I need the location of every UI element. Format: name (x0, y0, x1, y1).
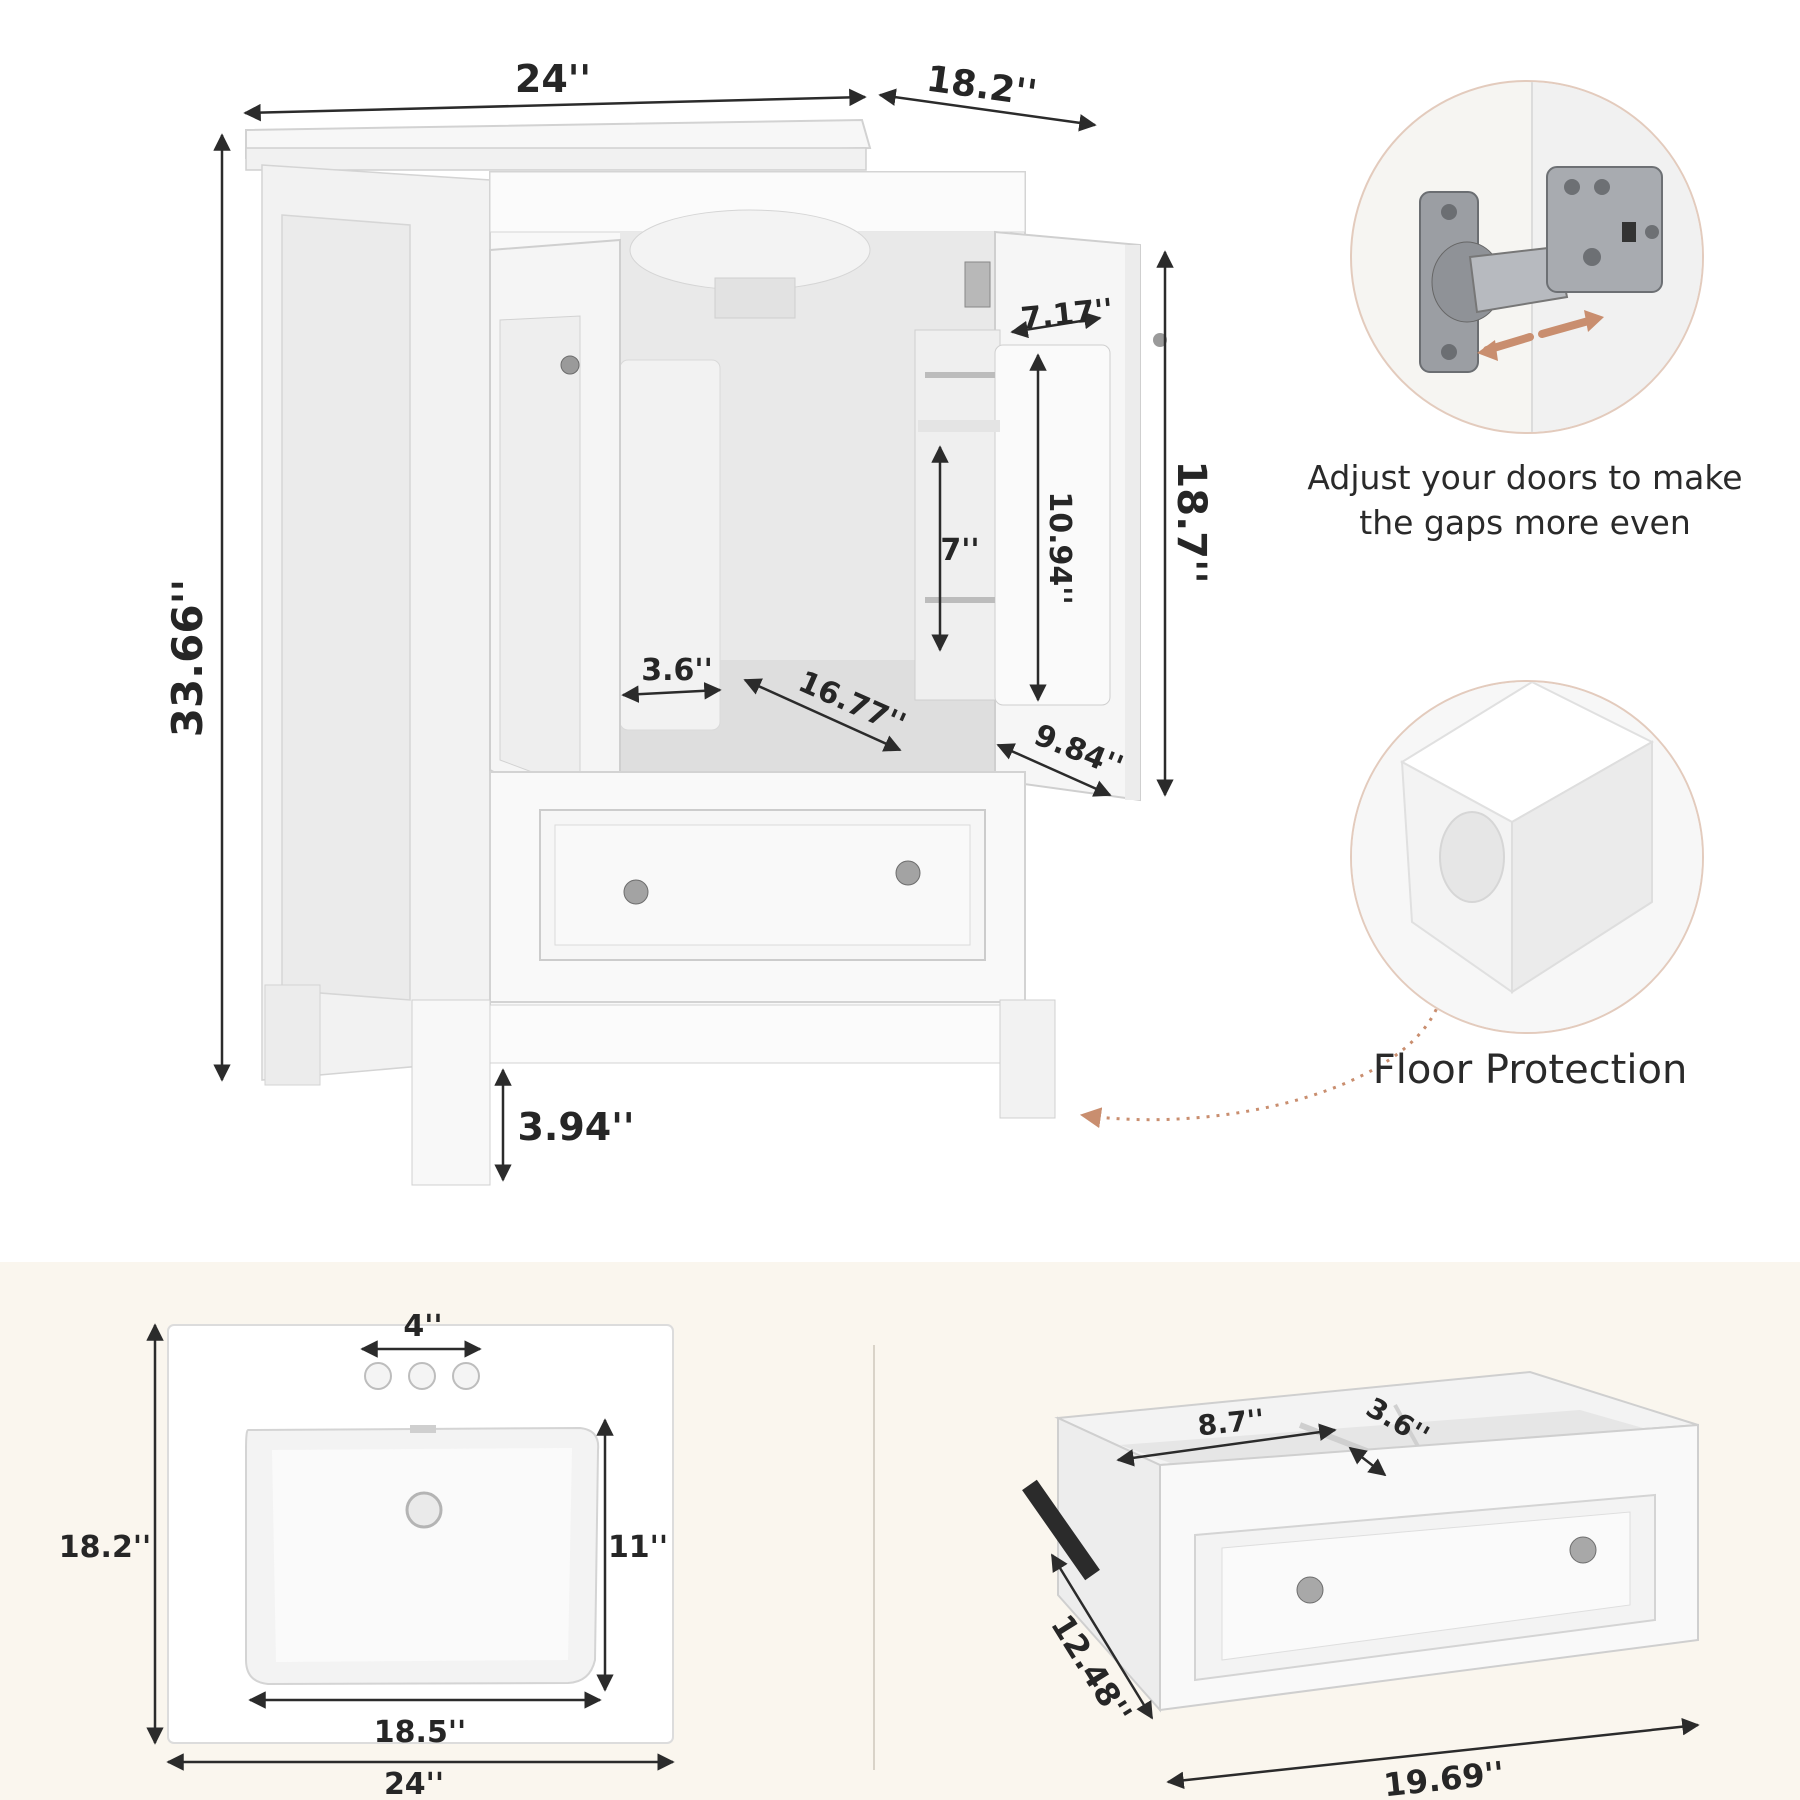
open-gap-label: 3.6'' (641, 653, 713, 688)
basin-depth-label: 11'' (608, 1530, 668, 1565)
faucet-spacing-label: 4'' (403, 1309, 442, 1344)
drawer-knob-front-left (1296, 1576, 1324, 1604)
floor-protection-caption: Floor Protection (1372, 1047, 1688, 1093)
door-knob-left (560, 355, 580, 375)
hinge-icon (1419, 82, 1702, 432)
cabinet-dimension-lines (213, 88, 1174, 1182)
sink-depth-label: 18.2'' (59, 1530, 151, 1565)
hinge-caption-line1: Adjust your doors to make (1307, 458, 1743, 497)
drawer-knob-right (895, 860, 921, 886)
hinge-caption: Adjust your doors to make the gaps more … (1280, 455, 1770, 545)
shelf-spacing-label: 7'' (940, 533, 979, 568)
hinge-detail-circle (1350, 80, 1704, 434)
protective-pad (1439, 811, 1505, 903)
sink-dimension-lines (146, 1323, 675, 1771)
cabinet-width-label: 24'' (515, 57, 591, 101)
faucet-hole-right (452, 1362, 480, 1390)
sink-width-label: 24'' (384, 1767, 444, 1800)
faucet-hole-left (364, 1362, 392, 1390)
leg-height-label: 3.94'' (517, 1105, 634, 1149)
basin-width-label: 18.5'' (374, 1715, 466, 1750)
hinge-caption-line2: the gaps more even (1359, 503, 1691, 542)
door-shelf-height-label: 10.94'' (1042, 491, 1077, 604)
drain (405, 1491, 443, 1529)
drawer-dimension-lines (1050, 1423, 1700, 1790)
sink-top (167, 1324, 674, 1744)
drawer-knob-left (623, 879, 649, 905)
drawer-knob-front-right (1569, 1536, 1597, 1564)
foot-pad-icon (1352, 682, 1702, 1032)
cabinet-height-label: 33.66'' (163, 579, 212, 738)
floor-protection-circle (1350, 680, 1704, 1034)
compartment-width-label: 8.7'' (1196, 1403, 1266, 1443)
door-height-label: 18.7'' (1168, 460, 1214, 583)
cabinet-depth-label: 18.2'' (924, 59, 1040, 115)
faucet-hole-center (408, 1362, 436, 1390)
